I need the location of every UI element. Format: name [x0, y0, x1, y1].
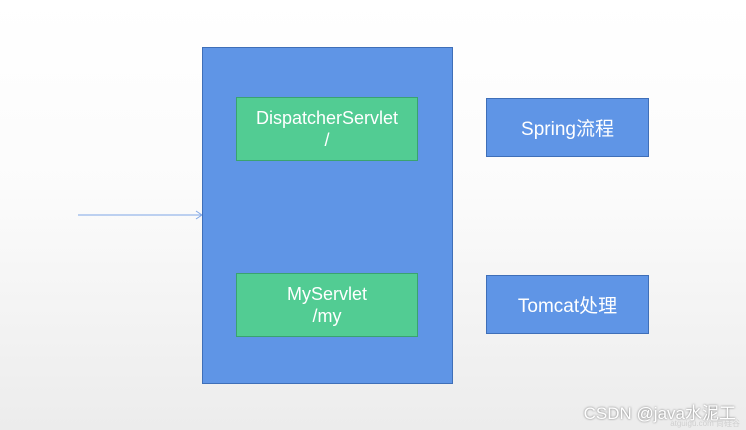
dispatcher-servlet-path: / — [324, 130, 330, 150]
dispatcher-servlet-box: DispatcherServlet / — [236, 97, 418, 161]
tomcat-handling-label: Tomcat处理 — [517, 296, 618, 317]
dispatcher-servlet-name: DispatcherServlet — [255, 108, 399, 128]
spring-process-label: Spring流程 — [521, 119, 614, 140]
spring-process-box: Spring流程 — [486, 98, 649, 157]
my-servlet-name: MyServlet — [286, 284, 367, 304]
my-servlet-path: /my — [312, 306, 342, 326]
csdn-watermark: CSDN @java水泥工 — [583, 404, 736, 423]
source-watermark: atguigu.com 尚硅谷 — [670, 419, 740, 428]
tomcat-handling-box: Tomcat处理 — [486, 275, 649, 334]
my-servlet-box: MyServlet /my — [236, 273, 418, 337]
request-arrow — [78, 210, 203, 220]
